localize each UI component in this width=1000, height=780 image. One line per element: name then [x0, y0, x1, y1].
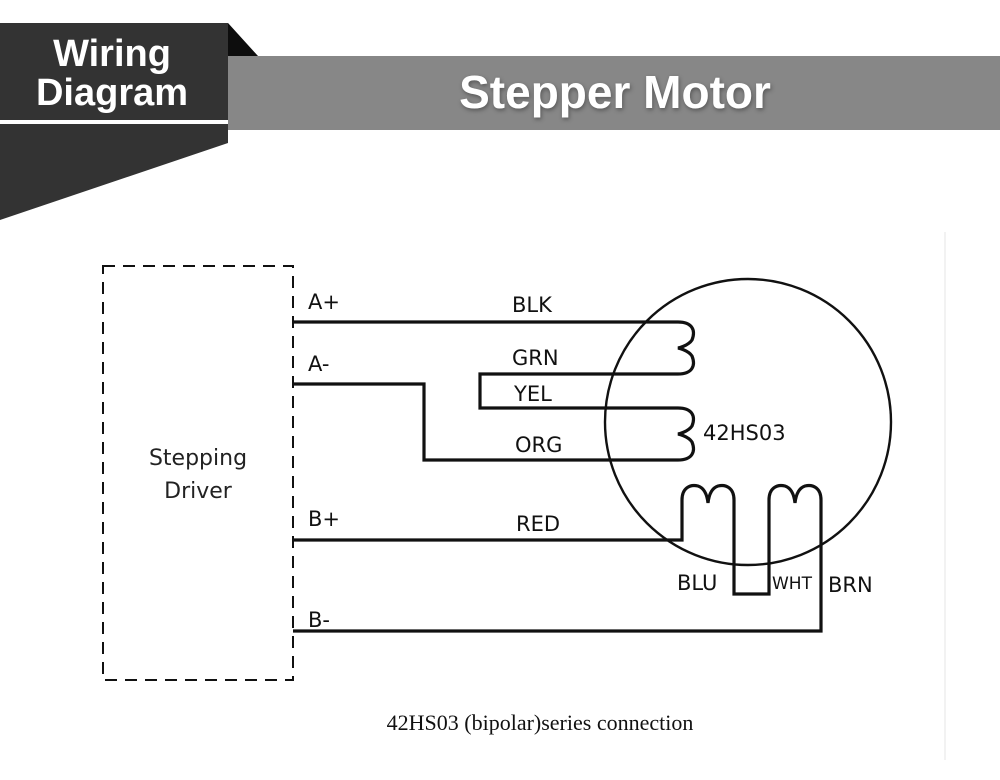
wire-label-wht: WHT	[772, 574, 813, 594]
page-title: Stepper Motor	[459, 66, 771, 118]
coil-b2	[767, 483, 823, 505]
badge-line1: Wiring	[53, 33, 171, 75]
terminal-b-plus: B+	[308, 507, 340, 531]
wire-label-blk: BLK	[512, 293, 553, 317]
terminal-b-minus: B-	[308, 608, 330, 632]
coil-b1	[680, 483, 736, 505]
wire-brn	[293, 505, 823, 633]
terminal-a-plus: A+	[308, 290, 340, 314]
header-banner: Wiring Diagram Stepper Motor	[0, 23, 1000, 220]
stepping-driver-box	[102, 265, 294, 681]
wire-label-org: ORG	[515, 433, 562, 457]
wire-label-yel: YEL	[513, 382, 552, 406]
driver-label-line1: Stepping	[149, 446, 247, 471]
motor-body	[603, 277, 893, 567]
badge-divider	[0, 120, 228, 124]
coil-a1	[677, 320, 696, 376]
badge-line2: Diagram	[36, 72, 188, 114]
wire-label-grn: GRN	[512, 346, 559, 370]
terminal-a-minus: A-	[308, 352, 329, 376]
wire-label-blu: BLU	[677, 571, 717, 595]
title-bar	[228, 56, 1000, 130]
ribbon-fold	[228, 23, 258, 56]
wire-org	[293, 382, 678, 462]
wire-label-brn: BRN	[828, 573, 873, 597]
wire-grn-yel-bridge	[478, 372, 678, 410]
wire-blu-wht-bridge	[732, 505, 771, 596]
motor-model-label: 42HS03	[703, 421, 786, 445]
coil-a2	[677, 406, 696, 462]
driver-label-line2: Driver	[164, 479, 233, 504]
wire-red	[293, 505, 684, 542]
wire-label-red: RED	[516, 512, 560, 536]
diagram-caption: 42HS03 (bipolar)series connection	[387, 710, 694, 735]
